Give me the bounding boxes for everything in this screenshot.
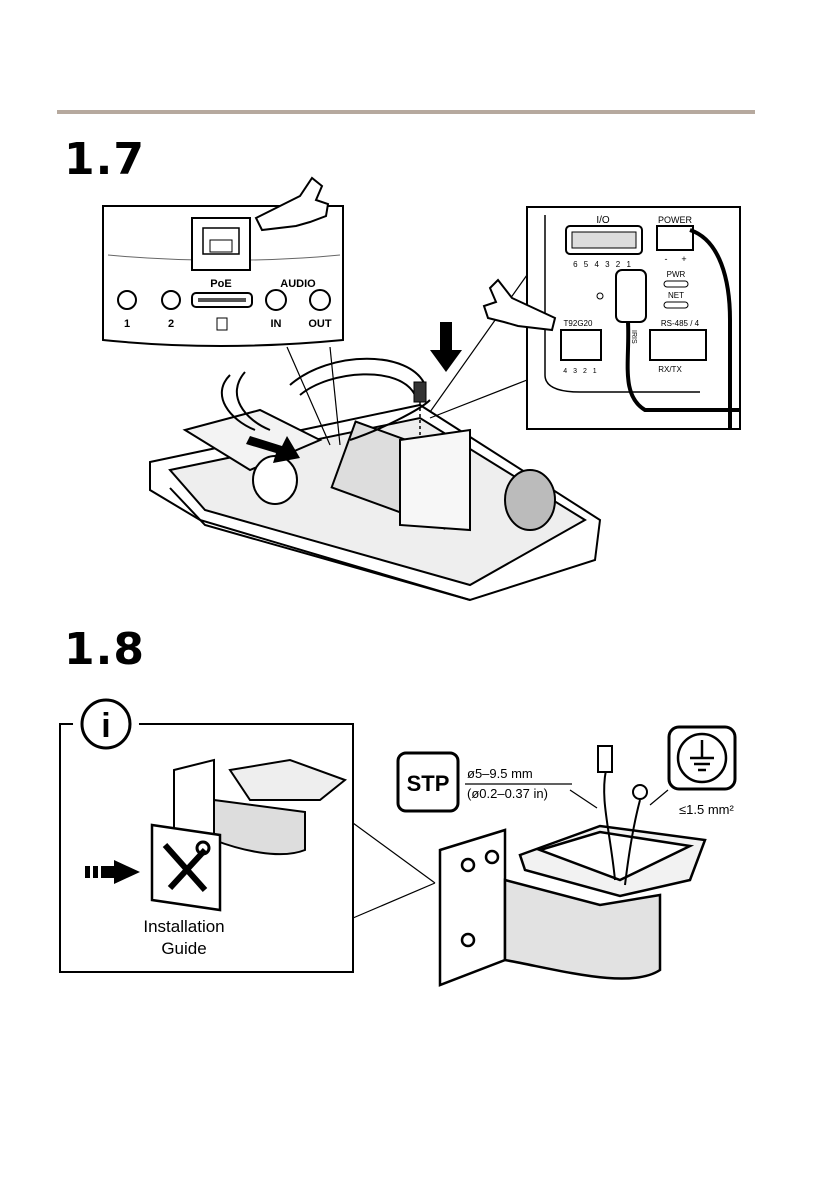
audio-label: AUDIO — [280, 278, 316, 290]
callout-lines — [353, 823, 435, 918]
iris-pin-numbers: 4 3 2 1 — [563, 368, 598, 375]
rs485-connector — [650, 330, 706, 360]
guide-label-line1: Installation — [143, 917, 224, 936]
installation-guide-icon — [152, 825, 220, 910]
jack-2 — [162, 291, 180, 309]
cable-diameter-in: (ø0.2–0.37 in) — [467, 786, 548, 801]
iris-cable-label: IRIS — [630, 330, 637, 344]
power-label: POWER — [658, 215, 693, 225]
iris-connector-label: T92G20 — [564, 319, 593, 328]
rear-panel-detail: PoE AUDIO 1 2 IN OUT — [103, 206, 343, 346]
jack-2-label: 2 — [168, 318, 174, 330]
ground-symbol-icon — [669, 727, 735, 789]
callout-line — [570, 790, 597, 808]
rs485-label: RS-485 / 4 — [661, 319, 700, 328]
callout-line — [650, 790, 668, 805]
stp-label: STP — [407, 771, 450, 796]
cable-diameter-mm: ø5–9.5 mm — [467, 766, 533, 781]
power-connector — [657, 226, 693, 250]
io-pin-numbers: 6 5 4 3 2 1 — [573, 260, 633, 269]
audio-in-label: IN — [271, 318, 282, 330]
power-minus: - — [665, 254, 668, 264]
insert-arrow-down-icon — [430, 322, 462, 372]
pwr-led — [664, 281, 688, 287]
audio-out-label: OUT — [308, 318, 332, 330]
net-led-label: NET — [668, 291, 684, 300]
info-symbol: i — [101, 707, 110, 745]
connector-panel-detail: I/O 6 5 4 3 2 1 POWER - + PWR NET IRIS T… — [527, 207, 740, 429]
jack-1-label: 1 — [124, 318, 130, 330]
rxtx-label: RX/TX — [658, 365, 682, 374]
stp-badge: STP — [398, 753, 458, 811]
net-led — [664, 302, 688, 308]
guide-label-line2: Guide — [161, 939, 206, 958]
wall-bracket-illustration — [440, 826, 705, 985]
iris-plug — [616, 270, 646, 322]
iris-connector — [561, 330, 601, 360]
jack-1 — [118, 291, 136, 309]
poe-port — [192, 218, 250, 270]
power-plus: + — [681, 254, 686, 264]
sd-card-icon — [217, 318, 227, 330]
poe-label: PoE — [210, 278, 231, 290]
audio-in-jack — [266, 290, 286, 310]
pwr-led-label: PWR — [667, 270, 686, 279]
io-label: I/O — [596, 215, 610, 226]
audio-out-jack — [310, 290, 330, 310]
ground-wire-spec: ≤1.5 mm² — [679, 802, 734, 817]
